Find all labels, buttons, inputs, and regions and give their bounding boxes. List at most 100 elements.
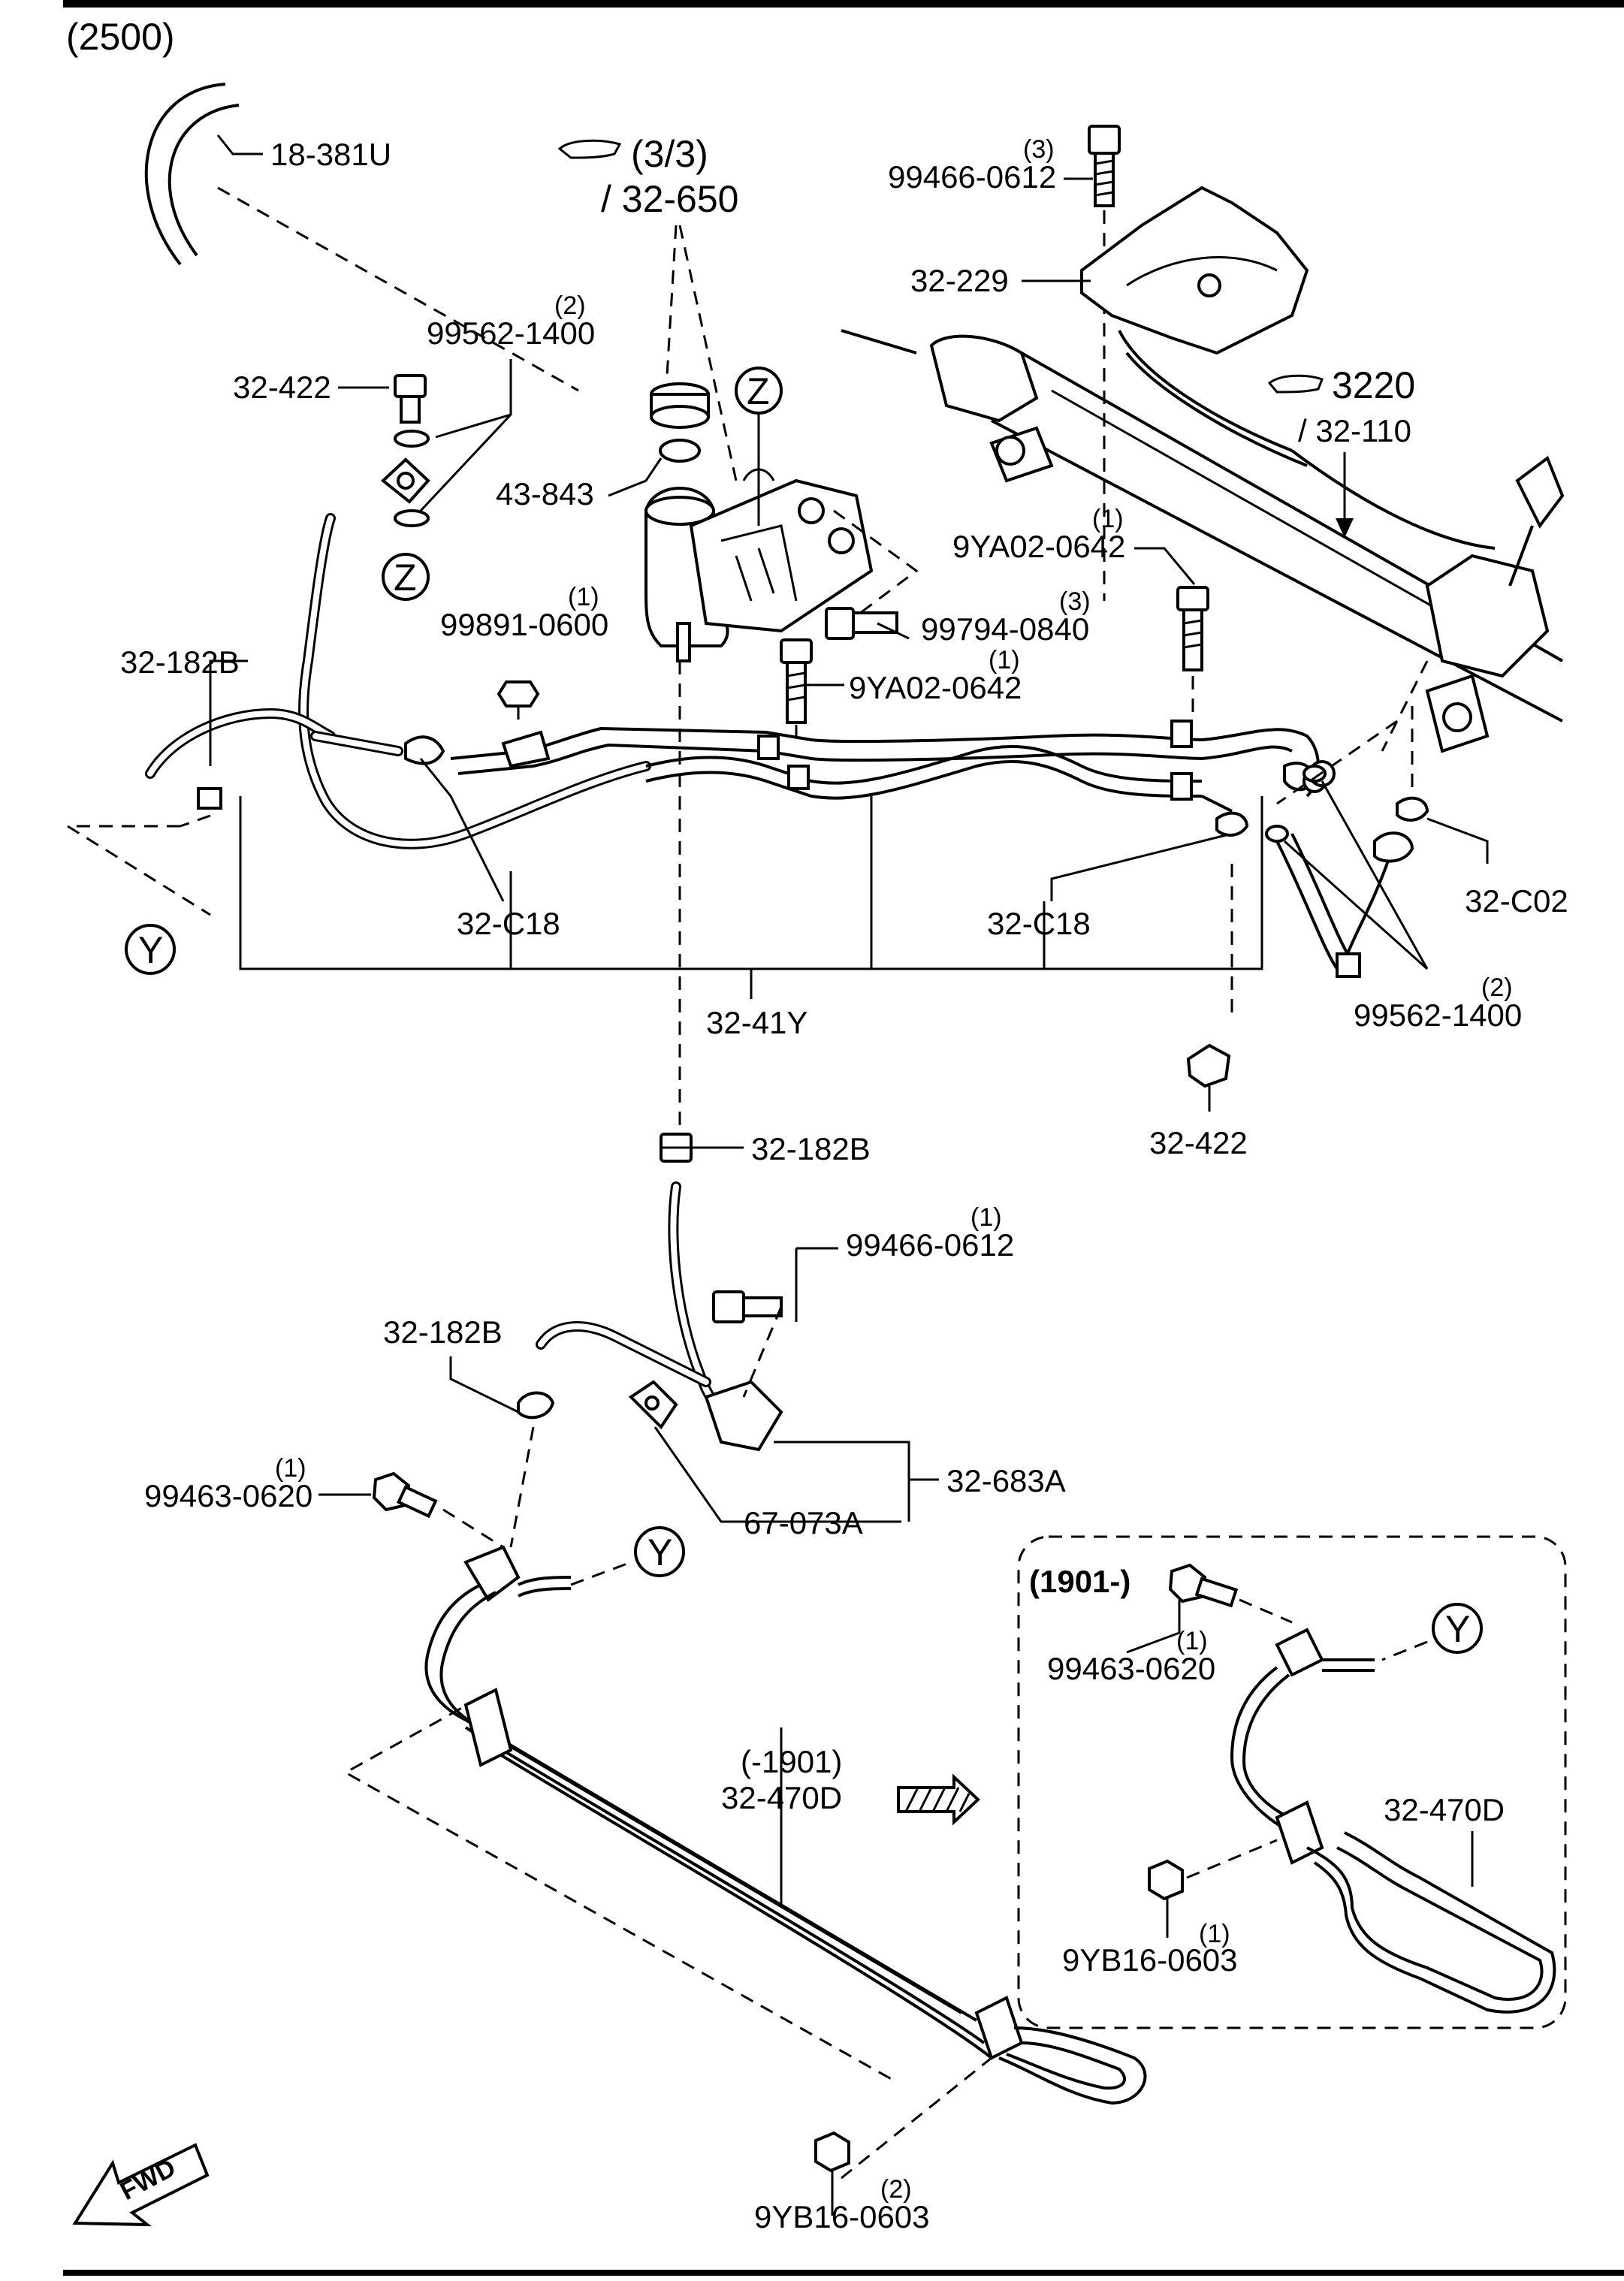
- ref-part-32-110: / 32-110: [1298, 413, 1411, 448]
- clamp-e[interactable]: [1336, 952, 1361, 978]
- oil-pump-reservoir-assembly[interactable]: [644, 468, 874, 662]
- leader-67-073a: [654, 1426, 901, 1523]
- oil-cooler-32-470d-old[interactable]: [424, 1545, 1147, 2105]
- dashed-9yb16-inset: [1186, 1839, 1278, 1879]
- label-99562-1400-top: 99562-1400: [427, 315, 595, 351]
- dashed-pump-outline: [833, 509, 919, 617]
- label-32-182b-mid: 32-182B: [751, 1131, 871, 1166]
- leader-32-182b-lower: [449, 1356, 519, 1414]
- dashed-y-mid: [570, 1561, 632, 1586]
- bottom-rule: [63, 2270, 1624, 2276]
- clamp-d[interactable]: [1170, 772, 1193, 801]
- qty-99794-0840: (3): [1059, 587, 1091, 616]
- bolt-99463-0620-left[interactable]: [372, 1471, 438, 1519]
- label-43-843: 43-843: [496, 476, 594, 511]
- label-18-381u: 18-381U: [270, 137, 391, 172]
- callout-z-pump-text: Z: [747, 370, 770, 412]
- label-32-182b-lower: 32-182B: [383, 1314, 503, 1350]
- dashed-cooler-outline: [343, 1696, 895, 2082]
- label-9ya02-0642-mid: 9YA02-0642: [849, 670, 1022, 705]
- dashed-link-18-381u: [217, 186, 579, 392]
- label-32-182b-left: 32-182B: [120, 644, 240, 680]
- label-9yb16-0603-inset: 9YB16-0603: [1062, 1942, 1238, 1978]
- bolt-32-422-top[interactable]: [394, 374, 427, 424]
- fwd-arrow-icon: FWD: [72, 2143, 210, 2227]
- nut-9yb16-0603-bottom[interactable]: [814, 2131, 850, 2173]
- group-code: (2500): [66, 16, 175, 58]
- clip-32-182b-mid[interactable]: [660, 1133, 693, 1163]
- nut-99891-0600[interactable]: [497, 680, 540, 708]
- leader-99463-0620-inset: [1126, 1600, 1181, 1654]
- leader-18-381u: [216, 134, 263, 155]
- label-32-c18-left: 32-C18: [457, 906, 560, 941]
- banjo-fitting-top[interactable]: [380, 457, 430, 504]
- leader-32-683a: [774, 1441, 939, 1522]
- leader-99562-1400-right: [1283, 780, 1429, 970]
- label-99794-0840: 99794-0840: [921, 611, 1089, 647]
- part-18-381u[interactable]: [144, 83, 240, 266]
- washer-top-1[interactable]: [394, 430, 430, 448]
- clamp-c[interactable]: [1170, 720, 1193, 748]
- callout-y-inset-text: Y: [1445, 1608, 1470, 1650]
- callout-z-left-text: Z: [394, 557, 417, 599]
- washer-right-1[interactable]: [1303, 765, 1327, 783]
- qty-99466-0612-mid: (1): [970, 1203, 1002, 1232]
- dashed-99463-left: [442, 1508, 504, 1549]
- leader-32-c02: [1426, 817, 1489, 864]
- clamp-32-c18-right[interactable]: [1215, 811, 1249, 837]
- label-99463-0620-left: 99463-0620: [144, 1478, 312, 1513]
- hand-pointer-icon: [557, 139, 622, 159]
- label-9ya02-0642-right: 9YA02-0642: [952, 529, 1125, 564]
- label-99466-0612-top: 99466-0612: [888, 159, 1056, 195]
- clip-67-073a[interactable]: [628, 1380, 678, 1430]
- qty-99466-0612-top: (3): [1023, 135, 1055, 164]
- steering-rack[interactable]: [841, 329, 1565, 753]
- label-32-422-bottom: 32-422: [1149, 1125, 1248, 1160]
- clamp-a[interactable]: [757, 735, 780, 760]
- dashed-32-182b-lower: [509, 1426, 535, 1548]
- bolt-99466-0612-mid[interactable]: [712, 1290, 783, 1323]
- qty-99463-0620-inset: (1): [1176, 1627, 1208, 1655]
- leader-9ya02-0642-right: [1134, 547, 1196, 585]
- callout-z-left: [382, 553, 430, 601]
- callout-y-mid-text: Y: [647, 1531, 672, 1573]
- callout-y-inset: [1432, 1603, 1483, 1654]
- dashed-9yb16-bottom: [841, 2056, 992, 2180]
- o-ring-43-843[interactable]: [659, 439, 701, 463]
- inset-box: [1017, 1535, 1567, 2029]
- return-hose-lower[interactable]: [536, 1181, 783, 1452]
- washer-top-2[interactable]: [394, 509, 430, 527]
- dashed-y-inset: [1381, 1640, 1428, 1661]
- label-32-422-top: 32-422: [233, 370, 331, 405]
- qty-99891-0600: (1): [568, 583, 599, 611]
- callout-y-left: [125, 924, 176, 975]
- bolt-99463-0620-inset[interactable]: [1168, 1563, 1239, 1608]
- reservoir-cap[interactable]: [650, 382, 710, 429]
- label-32-c02: 32-C02: [1465, 883, 1568, 919]
- oil-cooler-32-470d-new[interactable]: [1230, 1628, 1556, 2014]
- dashed-rack-to-hose: [1276, 660, 1429, 805]
- leader-32-182b-left: [209, 659, 248, 766]
- range-new: (1901-): [1029, 1564, 1130, 1599]
- leader-99466-0612-mid: [795, 1247, 838, 1322]
- shield-32-229[interactable]: [1080, 186, 1309, 355]
- clamp-32-c02[interactable]: [1396, 796, 1429, 822]
- clip-32-182b-left[interactable]: [197, 787, 222, 810]
- bolt-99466-0612-top[interactable]: [1088, 125, 1121, 207]
- bolt-9ya02-0642-mid[interactable]: [780, 638, 813, 724]
- leader-99794-0840: [877, 622, 910, 640]
- washer-right-2[interactable]: [1265, 825, 1289, 843]
- bolt-99794-0840[interactable]: [825, 607, 898, 640]
- qty-99562-1400-top: (2): [554, 291, 586, 320]
- qty-9ya02-0642-right: (1): [1092, 505, 1124, 533]
- label-99466-0612-mid: 99466-0612: [846, 1227, 1014, 1263]
- leader-32-c18-right: [1050, 832, 1233, 901]
- nut-9yb16-0603-inset[interactable]: [1148, 1859, 1184, 1901]
- qty-9yb16-0603-inset: (1): [1199, 1920, 1230, 1948]
- label-99891-0600: 99891-0600: [440, 607, 608, 642]
- bolt-32-422-bottom[interactable]: [1186, 1043, 1231, 1088]
- clip-32-182b-lower[interactable]: [517, 1391, 555, 1420]
- clamp-b[interactable]: [787, 765, 810, 790]
- label-32-470d-old: 32-470D: [721, 1780, 842, 1815]
- bolt-9ya02-0642-right[interactable]: [1176, 586, 1209, 671]
